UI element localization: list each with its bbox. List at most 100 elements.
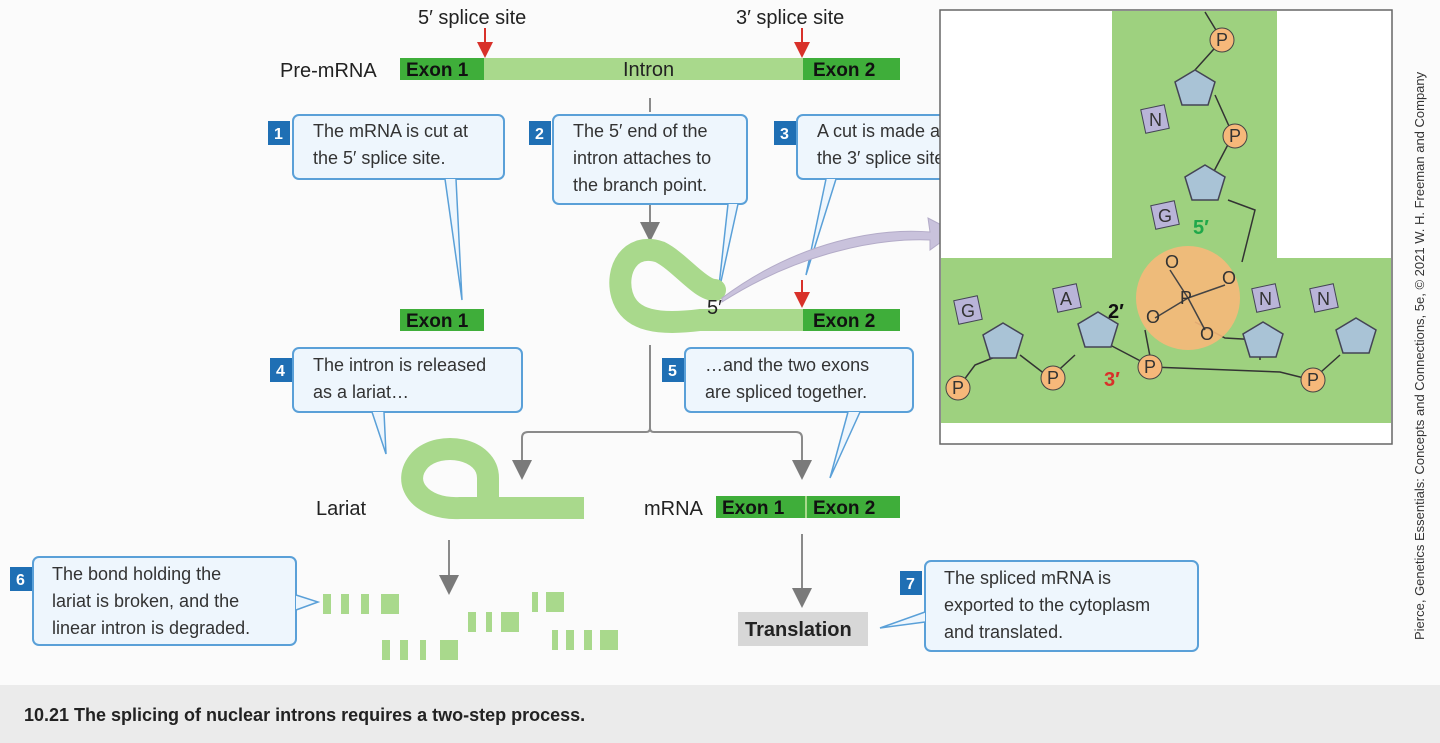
fragment <box>501 612 519 632</box>
base-label: A <box>1060 289 1072 309</box>
step4-pointer <box>371 411 387 455</box>
caption-bar: 10.21 The splicing of nuclear introns re… <box>0 685 1440 743</box>
fragment <box>468 612 476 632</box>
degraded-fragments <box>323 592 618 660</box>
phosphate-label: P <box>1144 357 1156 377</box>
phosphate-icon <box>945 375 971 401</box>
phosphate-label: P <box>952 378 964 398</box>
exon1-label: Exon 1 <box>406 60 469 81</box>
base-icon <box>1052 283 1082 313</box>
branch-p-label: P <box>1180 288 1192 308</box>
step5-box <box>684 347 914 413</box>
step5-pointer <box>829 411 861 479</box>
fragment <box>440 640 458 660</box>
phosphate-icon <box>1040 365 1066 391</box>
bases: N G G A N N <box>953 104 1339 325</box>
phosphate-label: P <box>1229 126 1241 146</box>
fragment <box>532 592 538 612</box>
panel-vertical <box>1112 11 1277 259</box>
lariat-label: Lariat <box>316 498 366 520</box>
cut-exon1-bar <box>400 309 484 331</box>
step7-pointer <box>879 611 926 629</box>
fragment <box>584 630 592 650</box>
mrna-label: mRNA <box>644 498 704 520</box>
step2-badge <box>529 121 551 145</box>
splice3-label: 3′ splice site <box>736 7 844 29</box>
step1-badge <box>268 121 290 145</box>
step2-line2: intron attaches to <box>573 148 711 168</box>
step4-line2: as a lariat… <box>313 382 409 402</box>
fragment <box>361 594 369 614</box>
loop-exon2-label: Exon 2 <box>813 311 875 332</box>
prime2-label: 2′ <box>1108 301 1124 323</box>
step7-callout: 7 The spliced mRNA is exported to the cy… <box>879 560 1199 652</box>
fragment <box>552 630 558 650</box>
phosphate-icon <box>1300 367 1326 393</box>
step2-number: 2 <box>535 126 544 143</box>
step7-number: 7 <box>906 576 915 593</box>
exon2-label: Exon 2 <box>813 60 875 81</box>
phosphate-label: P <box>1216 30 1228 50</box>
step1-pointer <box>444 178 463 301</box>
step5-number: 5 <box>668 363 677 380</box>
step7-line3: and translated. <box>944 622 1063 642</box>
exon2-bar <box>803 58 900 80</box>
step5-badge <box>662 358 684 382</box>
fragment <box>486 612 492 632</box>
sugar-icon <box>1335 317 1377 354</box>
fragment <box>341 594 349 614</box>
step2-line3: the branch point. <box>573 175 707 195</box>
oxygen-label: O <box>1222 268 1236 288</box>
phosphate-label: P <box>1307 370 1319 390</box>
base-label: N <box>1317 289 1330 309</box>
base-label: G <box>961 301 975 321</box>
step6-number: 6 <box>16 572 25 589</box>
step4-number: 4 <box>276 363 285 380</box>
step1-line2: the 5′ splice site. <box>313 148 445 168</box>
branch-left-arrow <box>512 345 651 480</box>
fragment <box>323 594 331 614</box>
step6-pointer <box>295 594 321 611</box>
figure-caption: 10.21 The splicing of nuclear introns re… <box>24 705 586 725</box>
step6-badge <box>10 567 32 591</box>
step3-line1: A cut is made at <box>817 121 945 141</box>
sugar-icon <box>982 322 1024 359</box>
branch-bonds <box>1154 269 1226 331</box>
step7-line1: The spliced mRNA is <box>944 568 1111 588</box>
intron-bar <box>400 58 900 80</box>
mrna-exon1-label: Exon 1 <box>722 498 785 519</box>
step6-line1: The bond holding the <box>52 564 221 584</box>
step7-box <box>924 560 1199 652</box>
oxygen-label: O <box>1146 307 1160 327</box>
base-label: N <box>1259 289 1272 309</box>
fragment <box>400 640 408 660</box>
step3-line2: the 3′ splice site. <box>817 148 949 168</box>
sugar-icon <box>1174 69 1216 106</box>
phosphate-groups: P P P P P P <box>945 27 1326 401</box>
oxygen-label: O <box>1200 324 1214 344</box>
ribose-sugars <box>982 69 1377 359</box>
step7-badge <box>900 571 922 595</box>
exon1-bar <box>400 58 484 80</box>
zoom-arrow <box>721 217 956 303</box>
mrna-exon2-label: Exon 2 <box>813 498 875 519</box>
step3-number: 3 <box>780 126 789 143</box>
step6-line2: lariat is broken, and the <box>52 591 239 611</box>
phosphate-icon <box>1209 27 1235 53</box>
prime3-label: 3′ <box>1104 369 1120 391</box>
step1-box <box>292 114 505 180</box>
intron-label: Intron <box>623 59 674 81</box>
step1-number: 1 <box>274 126 283 143</box>
step4-badge <box>270 358 292 382</box>
sugar-icon <box>1184 164 1226 201</box>
step2-box <box>552 114 748 205</box>
base-icon <box>953 295 983 325</box>
fragment <box>546 592 564 612</box>
sugar-icon <box>1077 311 1119 348</box>
step2-line1: The 5′ end of the <box>573 121 707 141</box>
step3-pointer <box>805 178 837 276</box>
lariat-shape <box>401 438 584 520</box>
step6-callout: 6 The bond holding the lariat is broken,… <box>10 556 321 646</box>
step4-line1: The intron is released <box>313 355 486 375</box>
